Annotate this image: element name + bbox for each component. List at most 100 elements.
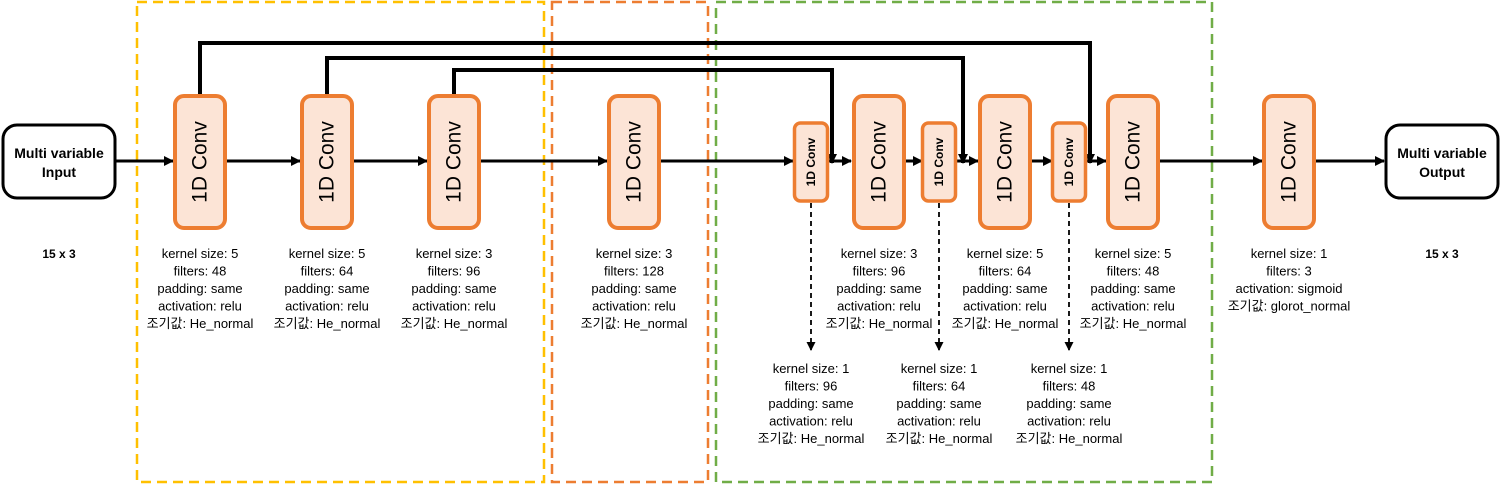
output-label-line1: Multi variable [1397,145,1487,161]
conv-param-line: filters: 48 [174,264,227,279]
conv-param-line: activation: relu [963,299,1047,314]
conv-param-line: 조기값: He_normal [1016,431,1123,446]
conv-param-line: activation: relu [1027,414,1111,429]
input-label-line1: Multi variable [14,145,104,161]
conv-param-line: filters: 64 [913,379,966,394]
conv-param-line: kernel size: 3 [416,246,493,261]
conv-param-line: kernel size: 5 [162,246,239,261]
conv-block: 1D Conv [920,121,958,203]
conv-block-box [978,94,1032,230]
conv-param-line: 조기값: He_normal [886,431,993,446]
conv-param-line: filters: 64 [301,264,354,279]
input-label-line2: Input [42,164,77,180]
conv-param-line: padding: same [1090,281,1175,296]
conv-param-line: kernel size: 3 [841,246,918,261]
conv-param-line: 조기값: He_normal [581,316,688,331]
conv-block-label: 1D Conv [804,137,818,186]
conv-param-line: kernel size: 1 [773,361,850,376]
conv-param-line: filters: 48 [1043,379,1096,394]
output-node: Multi variable Output [1384,123,1500,200]
conv-param-line: padding: same [157,281,242,296]
conv-param-line: activation: relu [412,299,496,314]
conv-block-label: 1D Conv [623,121,646,203]
conv-block-box [920,121,958,203]
conv-param-line: 조기값: He_normal [147,316,254,331]
conv-block: 1D Conv [300,94,354,230]
conv-param-line: filters: 64 [979,264,1032,279]
conv-param-label: kernel size: 1 filters: 3 activation: sigm… [1228,246,1351,314]
conv-block: 1D Conv [852,94,906,230]
conv-param-line: filters: 48 [1107,264,1160,279]
conv-param-line: filters: 96 [853,264,906,279]
conv-param-line: filters: 96 [428,264,481,279]
conv-param-line: activation: relu [897,414,981,429]
conv-block-label: 1D Conv [868,121,891,203]
conv-block-box [427,94,481,230]
conv-param-line: 조기값: glorot_normal [1228,299,1351,314]
conv-param-line: kernel size: 3 [596,246,673,261]
conv-param-line: activation: relu [1091,299,1175,314]
conv-param-line: 조기값: He_normal [1080,316,1187,331]
conv-block-box [792,121,830,203]
conv-block-label: 1D Conv [1062,137,1076,186]
param-labels: kernel size: 5 filters: 48 padding: same ac… [147,246,1351,446]
conv-block-box [852,94,906,230]
conv-block: 1D Conv [1050,121,1088,203]
output-label-line2: Output [1419,164,1465,180]
conv-block: 1D Conv [792,121,830,203]
conv-param-line: filters: 3 [1266,264,1312,279]
output-shape: 15 x 3 [1425,247,1459,261]
conv-block-label: 1D Conv [1122,121,1145,203]
conv-block-label: 1D Conv [1278,121,1301,203]
conv-param-label: kernel size: 1 filters: 48 padding: same ac… [1016,361,1123,446]
conv-param-line: 조기값: He_normal [826,316,933,331]
conv-block-box [1050,121,1088,203]
conv-param-label: kernel size: 5 filters: 48 padding: same ac… [1080,246,1187,331]
conv-param-line: kernel size: 1 [1251,246,1328,261]
conv-param-line: kernel size: 5 [1095,246,1172,261]
conv-block-box [1106,94,1160,230]
skip-connection-2 [325,56,968,164]
conv-block-label: 1D Conv [994,121,1017,203]
conv-param-line: padding: same [962,281,1047,296]
conv-param-line: 조기값: He_normal [274,316,381,331]
conv-param-line: kernel size: 5 [967,246,1044,261]
conv-param-line: padding: same [1026,396,1111,411]
conv-block: 1D Conv [1106,94,1160,230]
conv-block: 1D Conv [427,94,481,230]
conv-param-line: filters: 128 [604,264,664,279]
conv-param-line: kernel size: 1 [901,361,978,376]
auxiliary-arrows [806,203,1074,351]
conv-block-label: 1D Conv [443,121,466,203]
conv-param-line: filters: 96 [785,379,838,394]
conv-block-box [173,94,227,230]
conv-block-box [1262,94,1316,230]
conv-param-line: kernel size: 1 [1031,361,1108,376]
skip-connection-1 [198,41,1095,164]
skip-connections [198,41,1095,164]
input-node: Multi variable Input [1,123,117,200]
conv-param-line: activation: relu [837,299,921,314]
bottleneck-region [550,0,710,484]
conv-param-line: 조기값: He_normal [401,316,508,331]
conv-param-line: padding: same [591,281,676,296]
conv-param-line: kernel size: 5 [289,246,366,261]
conv-blocks: 1D Conv 1D Conv 1D Conv 1D Conv 1D Conv 1D Co… [173,94,1316,230]
conv-block-box [607,94,661,230]
conv-block: 1D Conv [978,94,1032,230]
conv-param-line: activation: sigmoid [1236,281,1343,296]
conv-param-line: 조기값: He_normal [952,316,1059,331]
conv-block-label: 1D Conv [189,121,212,203]
conv-block: 1D Conv [173,94,227,230]
conv-param-line: padding: same [411,281,496,296]
conv-param-line: activation: relu [285,299,369,314]
conv-param-line: padding: same [768,396,853,411]
conv-param-label: kernel size: 5 filters: 64 padding: same ac… [952,246,1059,331]
